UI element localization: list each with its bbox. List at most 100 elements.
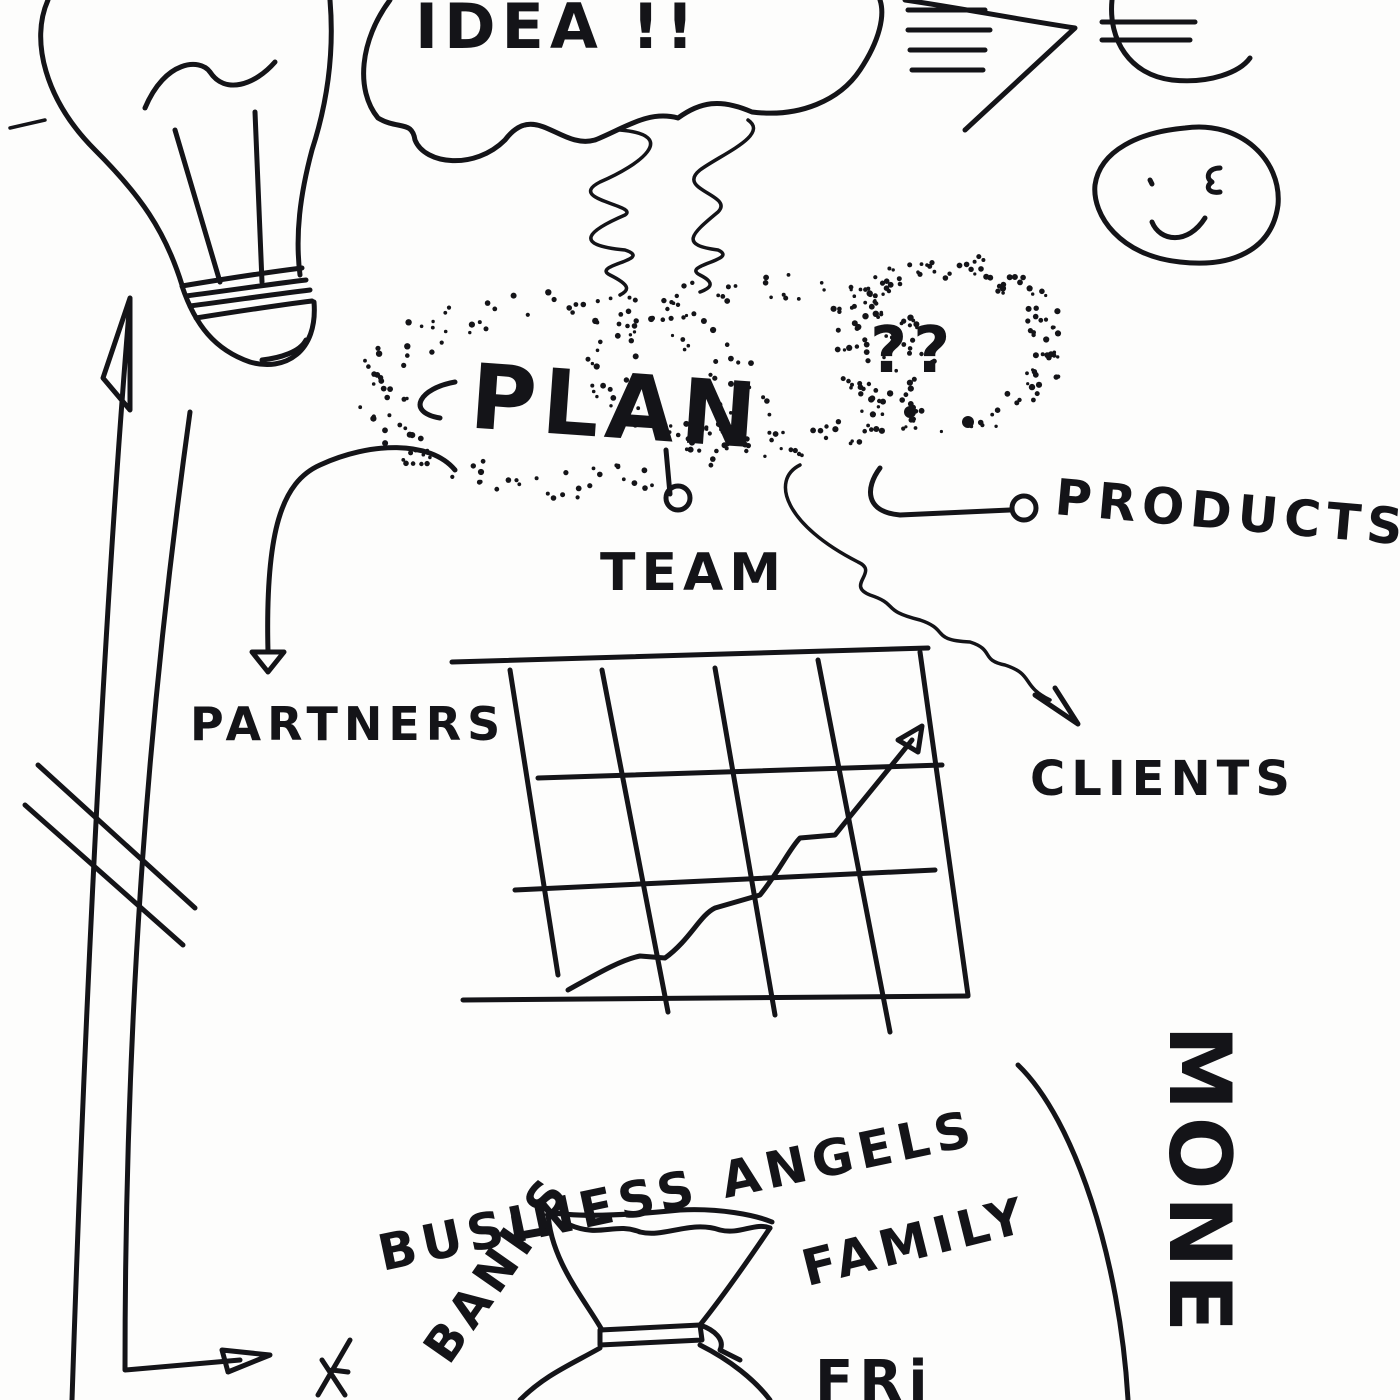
stipple-dot (477, 320, 482, 325)
stipple-dot (725, 284, 731, 290)
stipple-dot (830, 305, 837, 312)
stipple-dot (851, 320, 858, 327)
stipple-dot (810, 427, 816, 434)
stipple-dot (1025, 318, 1031, 324)
stipple-dot (642, 485, 648, 491)
stipple-dot (404, 343, 411, 350)
stipple-dot (443, 329, 448, 334)
stipple-dot (978, 266, 984, 272)
stipple-dot (681, 283, 687, 289)
products-connector (1009, 493, 1039, 523)
stipple-dot (835, 327, 841, 333)
stipple-dot (913, 426, 918, 430)
stipple-dot (1001, 291, 1005, 295)
stipple-dot (683, 420, 690, 427)
stipple-dot (598, 339, 603, 345)
stipple-dot (1017, 397, 1022, 403)
stipple-dot (1032, 352, 1039, 359)
stipple-dot (762, 280, 769, 286)
stipple-dot (382, 427, 388, 434)
stipple-dot (741, 386, 746, 390)
stipple-dot (956, 262, 963, 269)
stipple-dot (716, 401, 723, 408)
stipple-dot (783, 295, 789, 301)
stipple-dot (848, 441, 853, 446)
parallel-mark-1 (35, 762, 198, 911)
stipple-dot (763, 274, 769, 281)
stipple-dot (728, 380, 734, 387)
stipple-dot (419, 324, 424, 329)
stipple-dot (377, 375, 384, 381)
stipple-dot (939, 429, 944, 434)
stipple-dot (860, 409, 864, 413)
stipple-dot (901, 426, 906, 431)
stipple-dot (477, 468, 485, 476)
stipple-dot (1043, 336, 1050, 343)
stipple-dot (862, 428, 867, 434)
stipple-dot (591, 466, 596, 471)
stipple-dot (767, 430, 772, 435)
stipple-dot (733, 284, 738, 288)
stipple-dot (480, 458, 486, 464)
stipple-dot (919, 351, 924, 357)
stipple-dot (430, 325, 435, 330)
stipple-dot (824, 424, 829, 429)
stipple-dot (918, 407, 925, 414)
stipple-dot (862, 337, 868, 343)
money-bag-icon (517, 1207, 775, 1400)
stipple-dot (585, 356, 591, 362)
stipple-dot (371, 371, 377, 377)
plan-label: PLAN (467, 345, 766, 470)
stipple-dot (736, 360, 741, 365)
stipple-dot (879, 310, 884, 315)
stipple-dot (401, 396, 407, 402)
stipple-dot (942, 275, 949, 281)
stipple-dot (688, 439, 696, 446)
stipple-dot (878, 427, 886, 434)
stipple-dot (906, 379, 914, 386)
implies-arrow-icon (902, 0, 1078, 133)
stipple-dot (822, 288, 826, 292)
stipple-dot (769, 295, 773, 300)
stipple-dot (1031, 292, 1035, 296)
stipple-dot (419, 461, 424, 467)
stipple-dot (1035, 381, 1043, 388)
stipple-dot (999, 285, 1007, 292)
stipple-dot (680, 337, 686, 342)
stipple-dot (661, 297, 667, 304)
stipple-dot (408, 450, 414, 456)
stipple-dot (889, 335, 894, 340)
stipple-dot (387, 413, 392, 418)
stipple-dot (665, 306, 670, 312)
stipple-dot (972, 259, 977, 264)
stipple-dot (1033, 305, 1039, 311)
stipple-dot (384, 394, 391, 401)
stipple-dot (858, 287, 863, 292)
stipple-dot (1056, 355, 1060, 359)
stipple-dot (877, 398, 882, 404)
stipple-dot (1026, 382, 1030, 386)
parallel-mark-2 (22, 802, 186, 948)
lightbulb-icon (8, 0, 334, 367)
stipple-dot (443, 310, 448, 315)
stipple-dot (735, 434, 740, 439)
stipple-dot (566, 305, 572, 311)
stipple-dot (925, 263, 929, 267)
stipple-dot (634, 382, 638, 386)
stipple-dot (405, 319, 412, 326)
stipple-dot (781, 292, 786, 297)
stipple-dot (570, 310, 575, 315)
stipple-dot (1025, 305, 1032, 312)
stipple-dot (907, 346, 913, 351)
stipple-dot (688, 429, 694, 434)
stipple-dot (835, 419, 842, 425)
stipple-dot (931, 358, 937, 364)
stipple-dot (580, 301, 587, 308)
stipple-dot (863, 349, 870, 355)
stipple-dot (590, 361, 595, 366)
stipple-dot (700, 318, 707, 324)
stipple-dot (380, 385, 387, 392)
stipple-dot (550, 495, 557, 501)
stipple-dot (660, 317, 666, 323)
stipple-dot (600, 382, 606, 389)
